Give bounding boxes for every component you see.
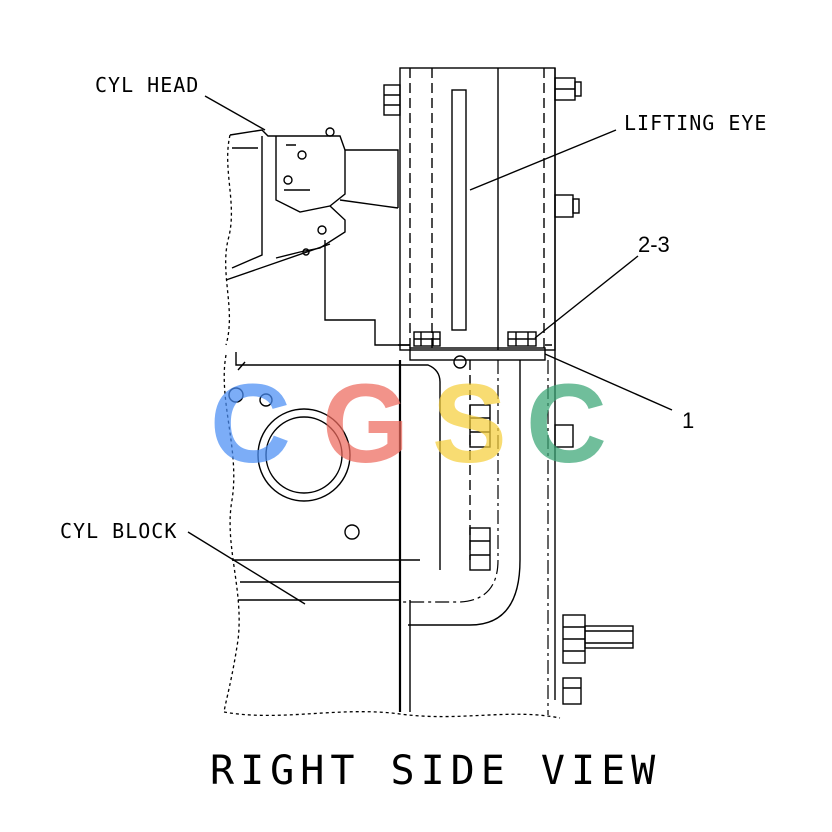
leader-cyl-block: [187, 531, 306, 605]
label-item-2-3: 2-3: [638, 232, 670, 257]
cylinder-block: [223, 352, 561, 719]
leader-item-2-3: [534, 255, 639, 339]
leader-lines: [187, 95, 673, 605]
leader-cyl-head: [204, 95, 266, 131]
cylinder-head: [225, 127, 410, 346]
watermark-letter-s: S: [432, 361, 507, 486]
leader-item-1: [544, 353, 673, 411]
label-cyl-head: CYL HEAD: [95, 73, 199, 97]
lifting-eye-bracket: [398, 67, 556, 715]
watermark-letter-g: G: [322, 361, 409, 486]
watermark-letter-c2: C: [526, 361, 607, 486]
label-item-1: 1: [682, 408, 694, 433]
view-title: RIGHT SIDE VIEW: [210, 748, 661, 794]
watermark-logo: C G S C: [210, 361, 607, 486]
label-lifting-eye: LIFTING EYE: [624, 111, 767, 135]
label-cyl-block: CYL BLOCK: [60, 519, 177, 543]
watermark-letter-c1: C: [210, 361, 291, 486]
leader-lifting-eye: [469, 129, 617, 191]
bolt-set: [383, 77, 634, 705]
